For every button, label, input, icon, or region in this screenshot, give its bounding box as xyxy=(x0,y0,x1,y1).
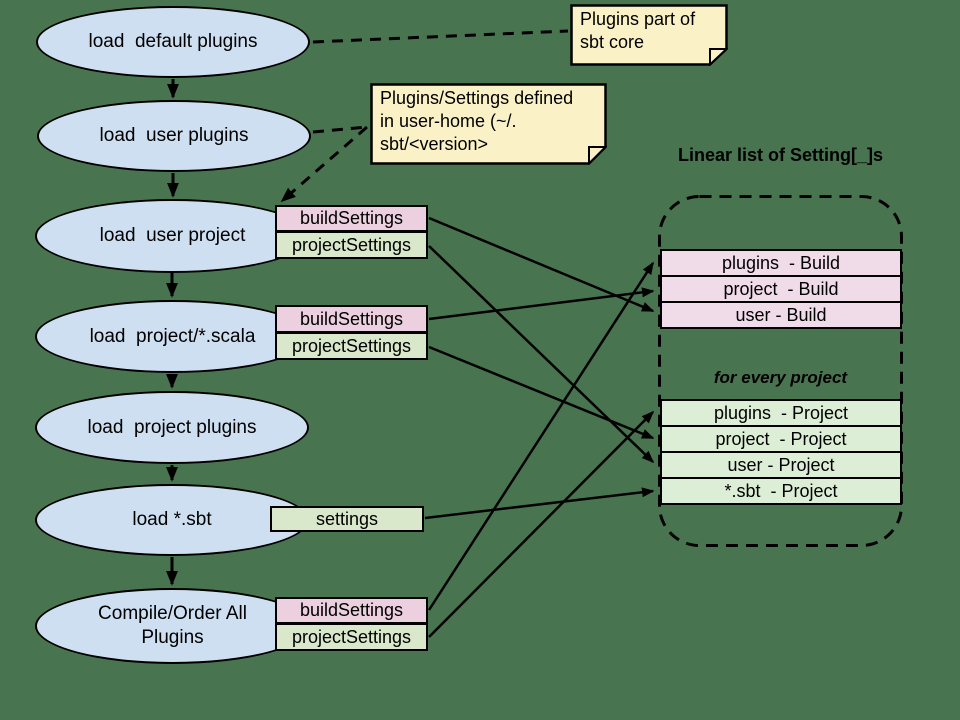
arrow-user-project xyxy=(428,245,655,464)
build-row-project: project - Build xyxy=(660,275,902,303)
project-settings-box-compile: projectSettings xyxy=(275,623,428,651)
build-settings-box-project-scala: buildSettings xyxy=(275,305,428,333)
node-label: load default plugins xyxy=(88,31,258,53)
node-load-user-project: load user project xyxy=(35,199,310,273)
build-settings-box-user-project: buildSettings xyxy=(275,205,428,232)
node-label: load *.sbt xyxy=(132,509,212,531)
settings-box-load-sbt: settings xyxy=(270,506,424,532)
arrow-plugins-build xyxy=(427,261,655,611)
box-label: projectSettings xyxy=(291,335,412,356)
note-shape-icon xyxy=(570,4,728,66)
node-label: load project plugins xyxy=(87,416,257,438)
setting-arrows xyxy=(424,216,655,638)
node-load-project-scala: load project/*.scala xyxy=(35,300,310,373)
row-label: project - Build xyxy=(723,278,839,299)
note-shape-icon xyxy=(370,83,607,165)
arrow-sbt-project xyxy=(424,487,655,520)
row-label: plugins - Build xyxy=(721,252,841,273)
box-label: buildSettings xyxy=(299,308,404,329)
node-compile-order-all-plugins: Compile/Order All Plugins xyxy=(35,588,310,664)
node-label: load user project xyxy=(99,225,246,247)
project-settings-box-user-project: projectSettings xyxy=(275,231,428,259)
row-label: plugins - Project xyxy=(713,402,849,423)
project-row-user: user - Project xyxy=(660,451,902,479)
node-load-project-plugins: load project plugins xyxy=(35,391,309,464)
row-label: *.sbt - Project xyxy=(724,480,838,501)
note-text: Plugins/Settings defined in user-home (~… xyxy=(380,88,574,155)
build-settings-box-compile: buildSettings xyxy=(275,597,428,624)
arrow-plugins-project xyxy=(428,410,655,638)
arrow-project-build xyxy=(428,287,655,321)
project-row-sbt: *.sbt - Project xyxy=(660,477,902,505)
box-label: projectSettings xyxy=(291,234,412,255)
project-settings-box-project-scala: projectSettings xyxy=(275,332,428,360)
box-label: buildSettings xyxy=(299,600,404,620)
node-label: load user plugins xyxy=(99,125,249,147)
node-load-default-plugins: load default plugins xyxy=(36,6,310,78)
for-every-project-label: for every project xyxy=(713,368,848,387)
row-label: user - Build xyxy=(735,304,827,325)
row-label: project - Project xyxy=(715,428,847,449)
box-label: projectSettings xyxy=(291,626,412,647)
box-label: buildSettings xyxy=(299,208,404,228)
build-row-plugins: plugins - Build xyxy=(660,249,902,277)
node-load-sbt: load *.sbt xyxy=(35,484,309,556)
project-row-project: project - Project xyxy=(660,425,902,453)
arrow-project-project xyxy=(428,345,655,440)
note-text: Plugins part of sbt core xyxy=(580,9,696,53)
node-load-user-plugins: load user plugins xyxy=(37,100,311,172)
arrow-user-build xyxy=(428,216,655,313)
note-user-home-settings: Plugins/Settings defined in user-home (~… xyxy=(370,83,607,165)
box-label: settings xyxy=(315,508,379,529)
node-label: load project/*.scala xyxy=(89,325,256,347)
linear-setting-list-title: Linear list of Setting[_]s xyxy=(677,145,884,165)
row-label: user - Project xyxy=(727,454,835,475)
project-row-plugins: plugins - Project xyxy=(660,399,902,427)
note-link-default-plugins xyxy=(312,29,569,44)
node-label: Compile/Order All Plugins xyxy=(98,603,247,648)
note-plugins-sbt-core: Plugins part of sbt core xyxy=(570,4,728,66)
build-row-user: user - Build xyxy=(660,301,902,329)
note-link-user-plugins xyxy=(312,125,368,134)
